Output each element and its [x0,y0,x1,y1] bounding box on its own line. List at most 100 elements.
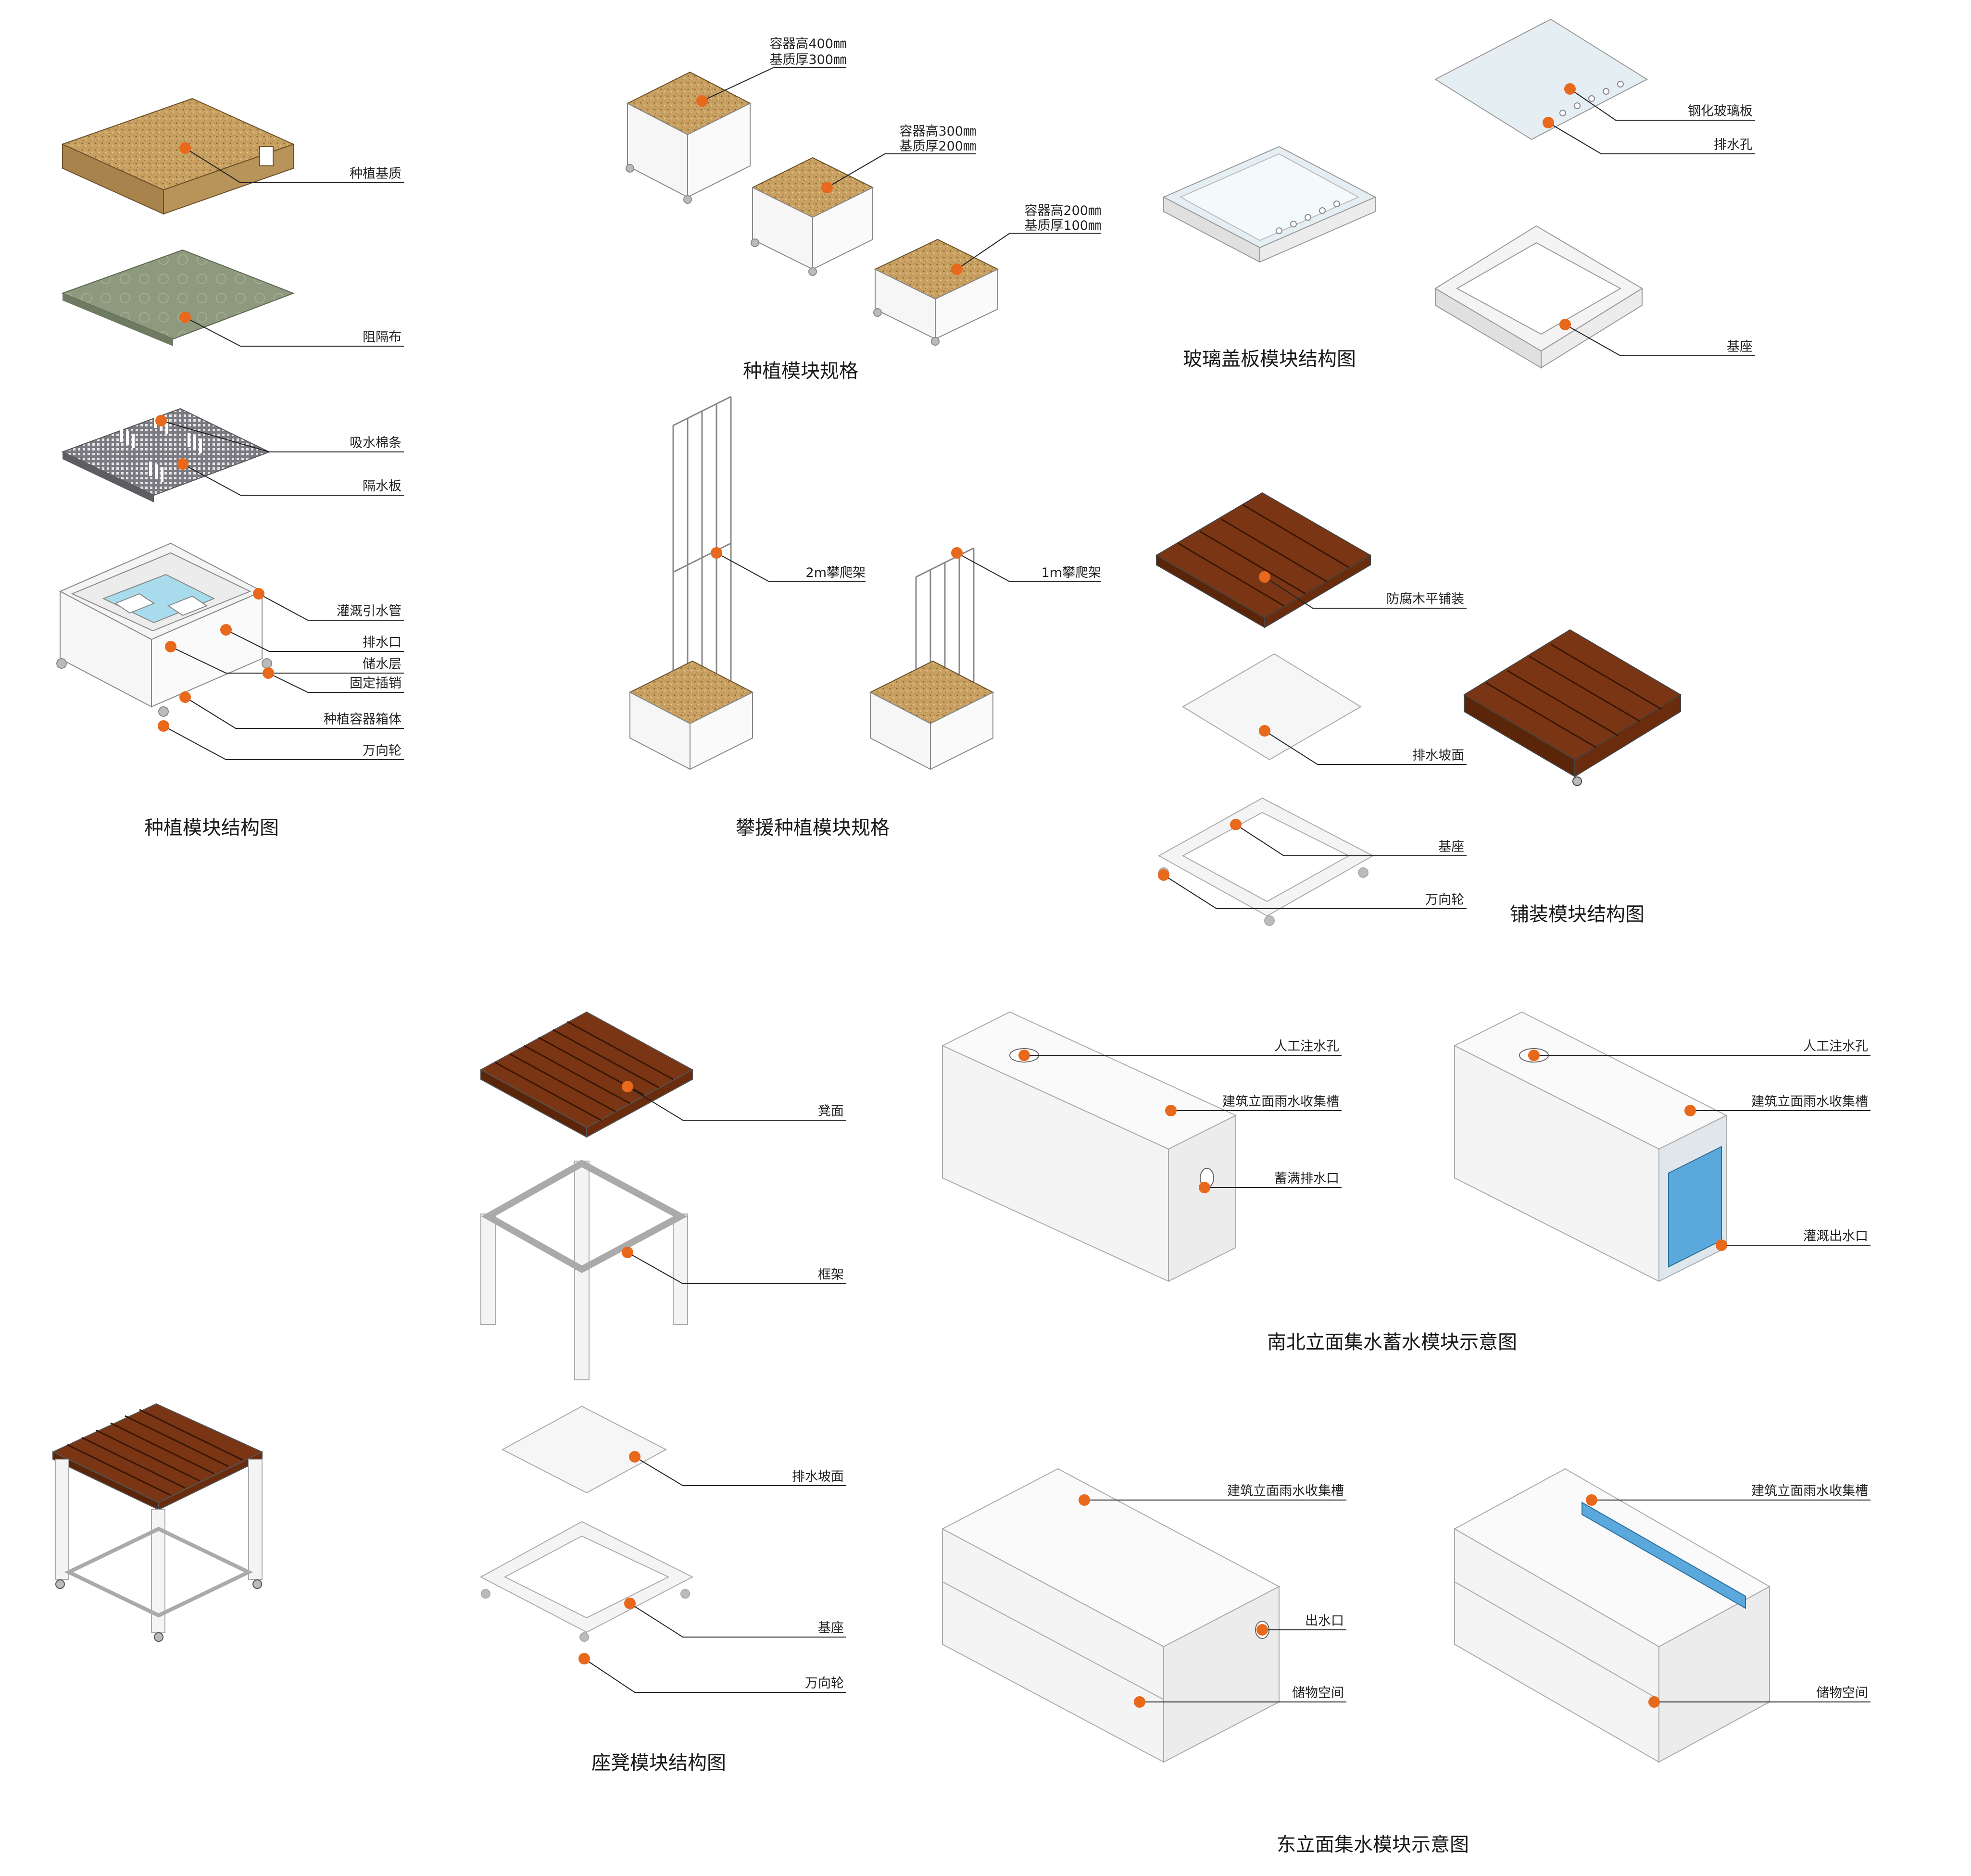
planter-400 [626,71,752,204]
title-seat: 座凳模块结构图 [591,1752,726,1774]
east-dots [1079,1494,1660,1708]
glass-base-frame [1434,225,1643,369]
tempered-glass-plate [1434,18,1648,140]
seat-frame [480,1160,688,1380]
planting-spec-dots [696,95,963,275]
east-callouts [1084,1500,1871,1702]
label-gutter4: 建筑立面雨水收集槽 [1751,1484,1868,1499]
label-irrigation-pipe: 灌溉引水管 [337,604,402,619]
seat-top [479,1011,694,1138]
label-caster: 万向轮 [363,743,402,758]
substrate-layer [61,98,295,215]
glass-assembled [1162,146,1377,263]
drain-slope [1182,653,1362,761]
title-planting-spec: 种植模块规格 [743,360,858,382]
label-glass-base: 基座 [1727,339,1753,354]
label-drain-hole: 排水孔 [1714,138,1753,152]
planting-structure-diagram: 种植基质 阻隔布 吸水棉条 隔水板 灌溉引水管 排水口 储水层 固定插销 种植容… [56,98,404,839]
title-glass-cover: 玻璃盖板模块结构图 [1183,348,1356,370]
label-trellis-2m: 2m攀爬架 [806,565,866,580]
label-pin: 固定插销 [350,676,402,691]
ns-callouts [1024,1055,1871,1246]
label-trellis-1m: 1m攀爬架 [1042,565,1101,580]
label-drain-board: 隔水板 [363,479,402,494]
seat-dots [578,1081,640,1664]
label-water-layer: 储水层 [363,657,402,672]
label-seat-base: 基座 [818,1621,844,1636]
label-overflow: 蓄满排水口 [1274,1171,1339,1186]
seat-callouts [584,1086,846,1693]
paving-base [1157,797,1374,926]
ns-water-diagram [941,1011,1728,1282]
label-storage2: 储物空间 [1816,1686,1868,1701]
climbing-callouts [716,552,1101,582]
label-paving-base: 基座 [1438,839,1464,854]
title-east-water: 东立面集水模块示意图 [1277,1834,1469,1856]
climbing-spec-diagram [628,396,994,770]
barrier-cloth [61,249,295,346]
label-inlet: 人工注水孔 [1274,1039,1339,1054]
label-gutter2: 建筑立面雨水收集槽 [1751,1094,1868,1109]
label-drain-outlet: 排水口 [363,635,402,650]
label-slope: 排水坡面 [1412,748,1464,763]
label-spec300b: 基质厚200㎜ [899,139,976,154]
label-barrier: 阻隔布 [363,330,402,345]
ns-tank-exterior [941,1011,1237,1282]
glass-dots [1543,83,1576,330]
label-spec200b: 基质厚100㎜ [1024,218,1101,233]
title-planting-structure: 种植模块结构图 [144,817,279,839]
seat-base [479,1521,694,1642]
planting-structure-dots [155,142,274,732]
wood-deck-assembled [1463,629,1682,786]
east-box-exterior [941,1468,1281,1763]
east-water-diagram [941,1468,1771,1763]
label-seat-top: 凳面 [818,1104,844,1119]
planter-climb-1m [869,660,994,770]
wood-deck [1155,492,1371,628]
label-spec300: 容器高300㎜ [899,124,976,139]
label-paving-caster: 万向轮 [1425,892,1464,907]
climbing-dots [711,547,963,559]
label-gutter: 建筑立面雨水收集槽 [1222,1094,1339,1109]
label-seat-caster: 万向轮 [805,1676,844,1691]
title-paving: 铺装模块结构图 [1510,903,1645,925]
seat-slope [501,1405,667,1494]
paving-callouts [1163,576,1467,909]
seat-diagram [51,1011,694,1642]
planter-climb-2m [628,660,754,770]
label-box: 种植容器箱体 [324,712,402,727]
title-ns-water: 南北立面集水蓄水模块示意图 [1267,1331,1517,1353]
planting-spec-diagram [626,71,999,346]
label-tempered-glass: 钢化玻璃板 [1688,104,1753,119]
label-gutter3: 建筑立面雨水收集槽 [1227,1484,1344,1499]
label-outlet: 出水口 [1305,1613,1344,1628]
label-wick: 吸水棉条 [350,436,402,450]
label-substrate: 种植基质 [350,166,402,181]
label-spec400: 容器高400㎜ [769,37,846,51]
planting-spec-callouts [702,67,1101,270]
label-frame: 框架 [818,1267,844,1282]
label-irrig-out: 灌溉出水口 [1803,1229,1868,1244]
label-inlet2: 人工注水孔 [1803,1039,1868,1054]
planter-200 [873,238,999,346]
drain-board [61,408,271,502]
east-box-section [1453,1468,1771,1763]
planting-structure-callouts [161,148,404,760]
label-spec200: 容器高200㎜ [1024,203,1101,218]
title-climbing-spec: 攀援种植模块规格 [736,817,890,839]
label-spec400b: 基质厚300㎜ [769,52,846,67]
paving-diagram [1155,492,1682,926]
label-storage: 储物空间 [1292,1686,1344,1701]
planter-300 [751,157,874,276]
glass-cover-diagram [1162,18,1648,369]
ns-tank-section [1453,1011,1728,1282]
label-seat-slope: 排水坡面 [792,1469,844,1484]
paving-dots [1158,571,1270,881]
glass-callouts [1548,88,1755,356]
container-box [56,542,272,717]
label-wood-paving: 防腐木平铺装 [1386,592,1464,607]
trellis-2m [672,396,732,700]
seat-assembled [51,1403,264,1642]
ns-dots [1018,1050,1727,1251]
